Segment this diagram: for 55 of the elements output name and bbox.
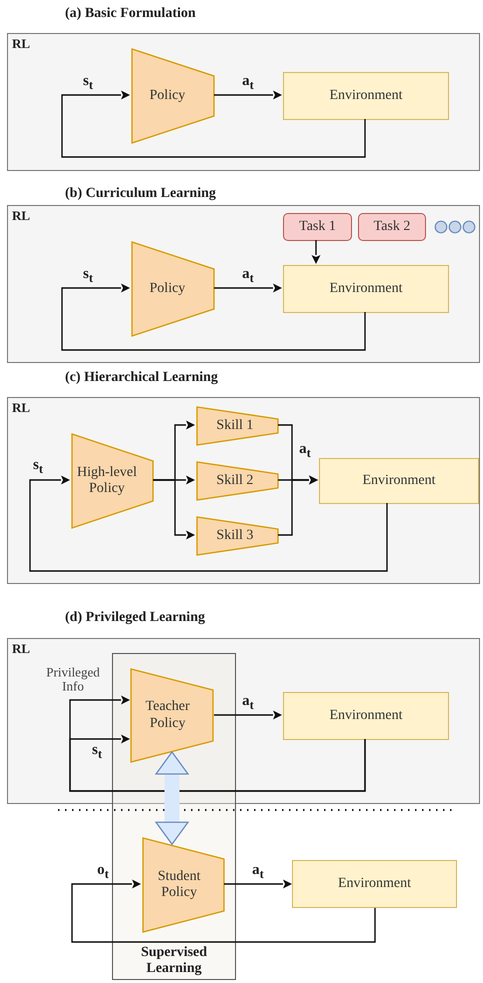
task-box bbox=[283, 213, 352, 241]
node-label: Policy bbox=[150, 280, 186, 298]
arrow bbox=[61, 284, 366, 351]
policy-trapezoid bbox=[142, 837, 225, 933]
policy-trapezoid bbox=[196, 461, 279, 501]
panel-label: RL bbox=[12, 641, 30, 657]
node-label: Environment bbox=[362, 473, 436, 489]
node-label: Environment bbox=[329, 708, 403, 724]
policy-trapezoid bbox=[131, 48, 215, 144]
panel-label: RL bbox=[12, 400, 30, 416]
node-label: Skill 2 bbox=[216, 472, 254, 490]
arrow bbox=[71, 880, 376, 943]
environment-box bbox=[283, 692, 449, 740]
node-label: Skill 1 bbox=[216, 418, 254, 434]
node-label: Environment bbox=[329, 88, 403, 104]
panel-title: (c) Hierarchical Learning bbox=[65, 370, 218, 386]
panel-label: RL bbox=[12, 208, 30, 224]
environment-box bbox=[319, 458, 479, 504]
node-label: Environment bbox=[338, 876, 412, 892]
policy-trapezoid bbox=[131, 241, 215, 337]
node-label: Skill 3 bbox=[216, 528, 254, 544]
arrow bbox=[214, 710, 282, 720]
arrow bbox=[29, 476, 388, 572]
panel-title: (d) Privileged Learning bbox=[65, 610, 205, 626]
panel-title: (a) Basic Formulation bbox=[65, 6, 196, 22]
panel-label: RL bbox=[12, 36, 30, 52]
panel bbox=[7, 33, 480, 171]
environment-box bbox=[283, 265, 449, 313]
double-arrow bbox=[155, 751, 189, 845]
policy-trapezoid bbox=[196, 516, 279, 556]
policy-trapezoid bbox=[196, 406, 279, 446]
arrow bbox=[214, 90, 282, 100]
panel bbox=[7, 397, 480, 584]
node-label: Teacher Policy bbox=[144, 699, 191, 732]
node-label: Environment bbox=[329, 281, 403, 297]
node-label: Student Policy bbox=[156, 868, 202, 902]
arrow bbox=[61, 90, 366, 158]
arrow bbox=[214, 284, 282, 292]
environment-box bbox=[292, 860, 457, 908]
node-label: Policy bbox=[150, 88, 186, 104]
arrow bbox=[69, 734, 366, 792]
arrow bbox=[312, 240, 320, 264]
policy-trapezoid bbox=[71, 433, 154, 529]
node-label: High-level Policy bbox=[76, 464, 138, 498]
policy-trapezoid bbox=[130, 668, 214, 763]
panel bbox=[7, 205, 480, 363]
arrow bbox=[224, 880, 292, 888]
environment-box bbox=[283, 72, 449, 120]
arrow bbox=[153, 479, 195, 540]
group-label: Supervised Learning bbox=[140, 944, 208, 977]
node-label: Task 1 bbox=[299, 219, 336, 235]
task-box bbox=[358, 213, 426, 241]
arrow bbox=[278, 476, 318, 536]
node-label: Task 2 bbox=[374, 219, 410, 235]
panel-title: (b) Curriculum Learning bbox=[65, 186, 216, 202]
